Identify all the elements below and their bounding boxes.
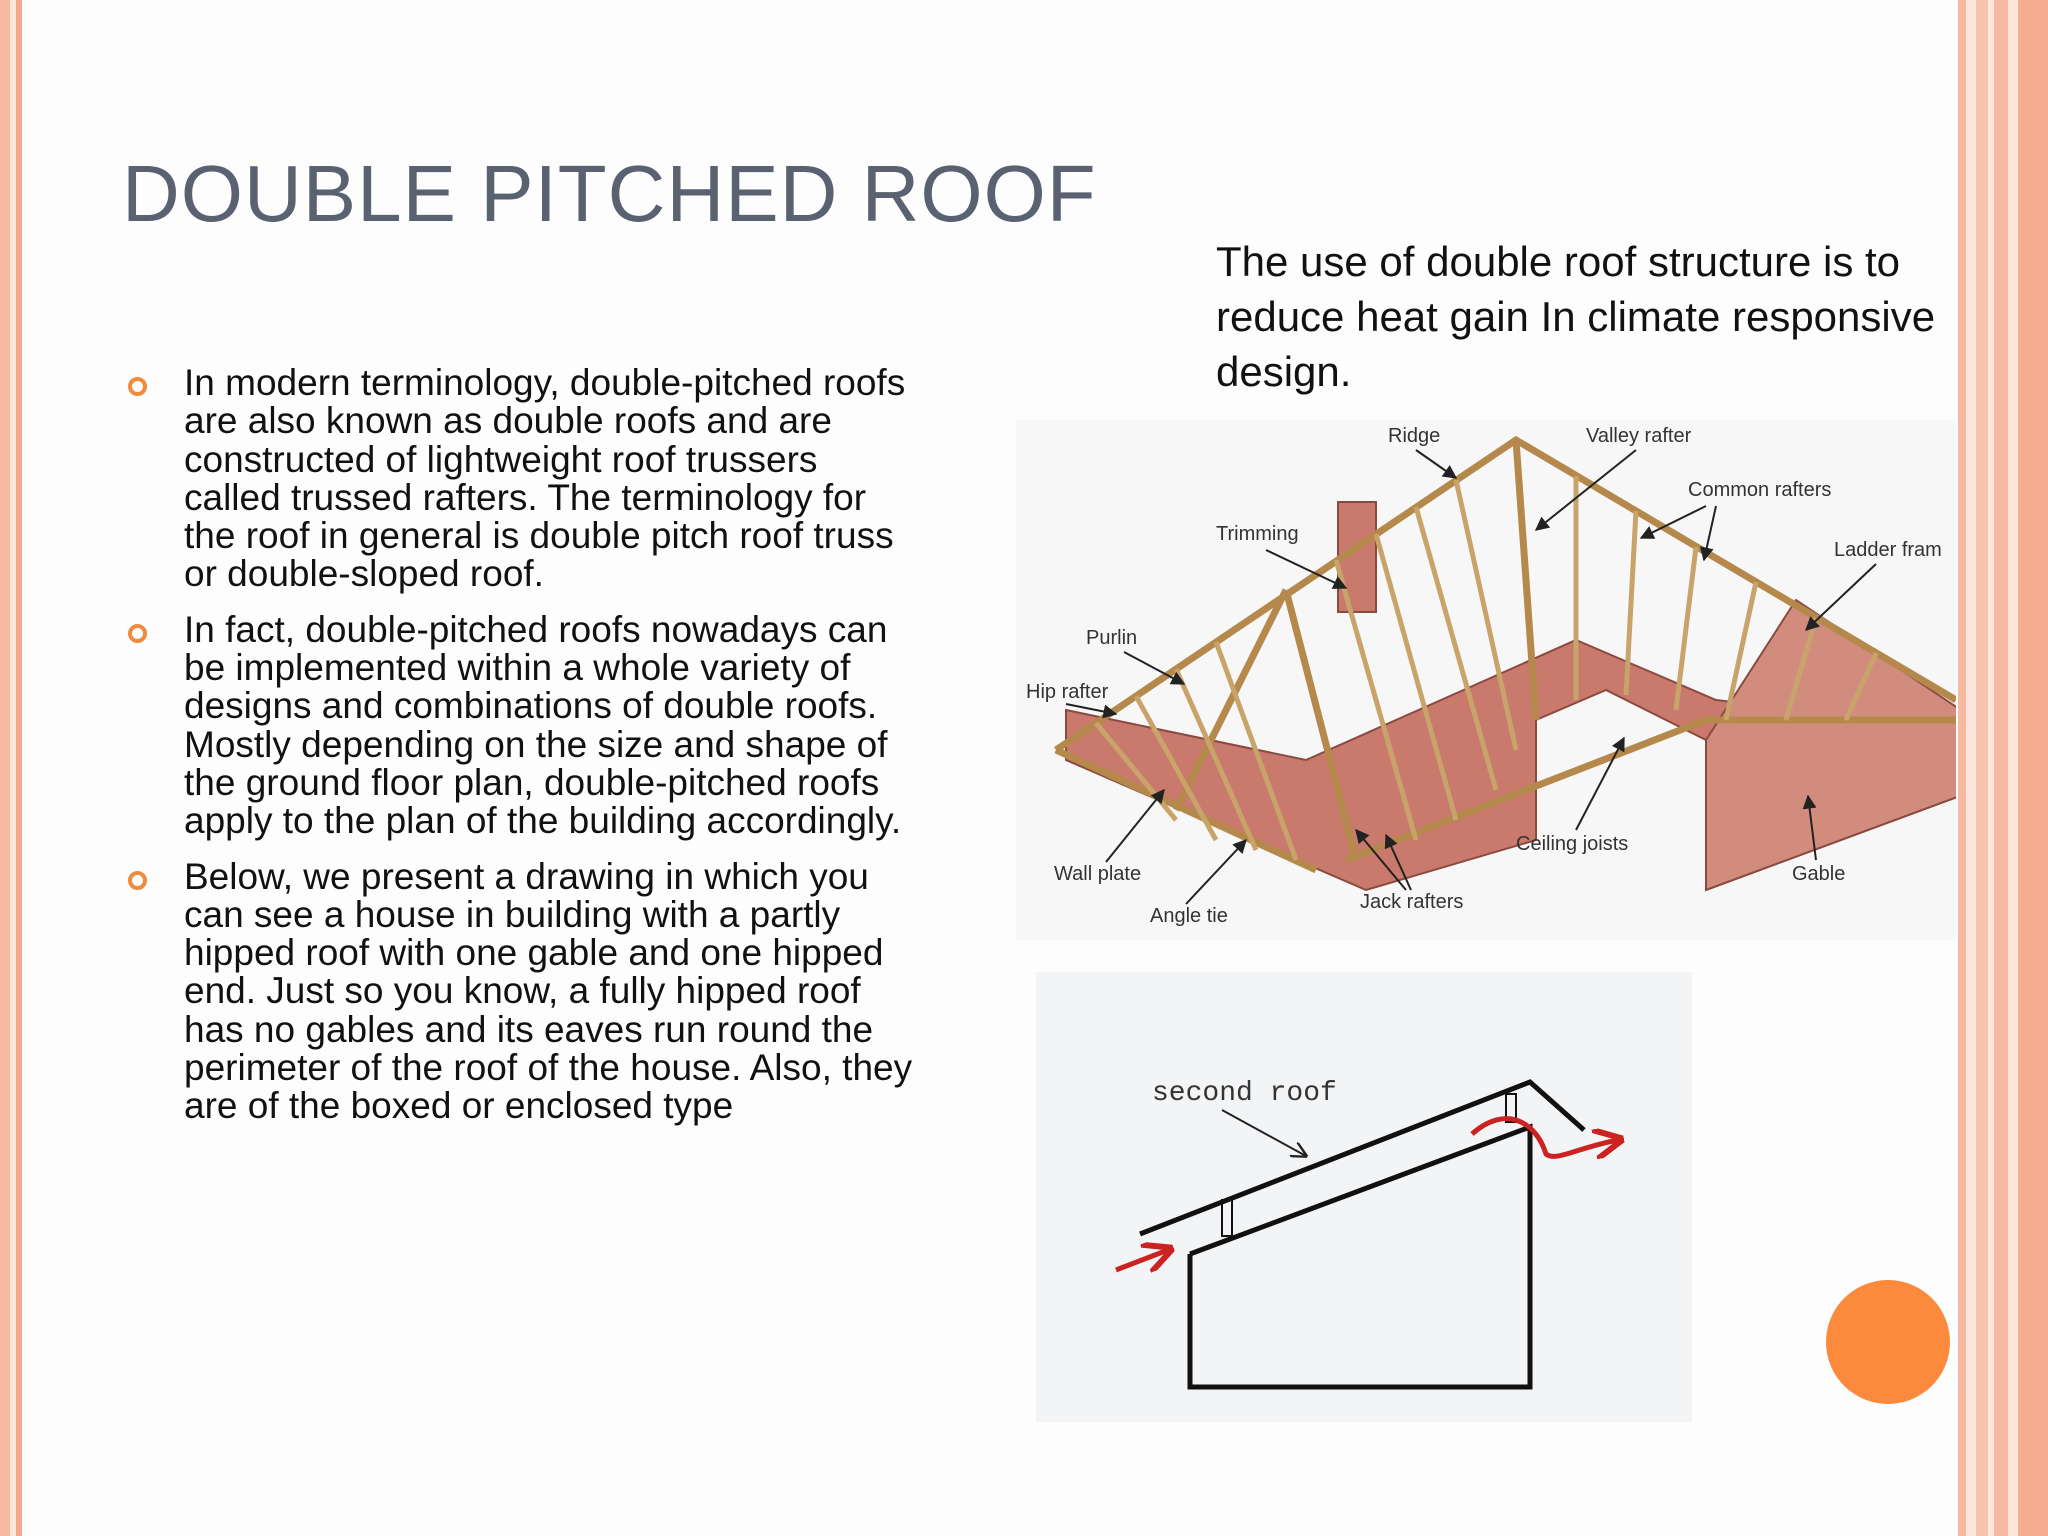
airflow-out-arrow [1470,1116,1618,1157]
label-gable: Gable [1792,863,1845,885]
right-border-stripe [1966,0,1976,1536]
label-leaders [1065,449,1877,905]
label-valley-rafter: Valley rafter [1586,425,1692,447]
right-border-stripe [2018,0,2048,1536]
bullet-item: In modern terminology, double-pitched ro… [120,362,920,595]
label-ceiling-joists: Ceiling joists [1516,833,1628,855]
label-jack-rafters: Jack rafters [1360,891,1463,913]
label-angle-tie: Angle tie [1150,905,1228,927]
left-border-stripe [10,0,16,1536]
label-purlin: Purlin [1086,627,1137,649]
right-border-stripe [1958,0,1966,1536]
right-border-stripe [1976,0,1988,1536]
bullet-item: In fact, double-pitched roofs nowadays c… [120,608,920,842]
airflow-in-arrow [1115,1250,1168,1270]
house-outline [1187,1123,1533,1390]
right-border-stripe [1988,0,1994,1536]
second-roof-diagram: second roof [1036,972,1692,1422]
roof-frame [1054,435,1956,874]
bullet-text: In modern terminology, double-pitched ro… [184,362,906,595]
second-roof-line [1139,1079,1586,1237]
bullet-text: In fact, double-pitched roofs nowadays c… [184,608,902,842]
label-wall-plate: Wall plate [1054,863,1141,885]
label-trimming: Trimming [1216,523,1299,545]
gable-wall [1705,598,1956,892]
right-border-stripe [1994,0,2008,1536]
left-border-stripe [16,0,22,1536]
second-roof-label: second roof [1152,1078,1337,1109]
bullet-list: In modern terminology, double-pitched ro… [120,362,920,1143]
bullet-ring-icon [128,870,147,890]
bullet-text: Below, we present a drawing in which you… [184,855,913,1127]
roof-structure-diagram: Ridge Valley rafter Common rafters Ladde… [1016,420,1956,940]
spacer-post [1221,1199,1233,1237]
sketch-background [1036,972,1692,1422]
label-ladder-frame: Ladder fram [1834,539,1942,561]
bullet-ring-icon [128,377,147,396]
bullet-ring-icon [128,623,147,643]
label-arrow [1221,1109,1306,1156]
rafters [1094,476,1879,861]
bullet-item: Below, we present a drawing in which you… [120,855,920,1127]
intro-text: The use of double roof structure is to r… [1216,238,1936,395]
slide-title: DOUBLE PITCHED ROOF [122,149,1097,238]
left-border-stripe [0,0,10,1536]
label-common-rafters: Common rafters [1688,479,1831,501]
label-ridge: Ridge [1388,425,1440,447]
decorative-circle [1826,1280,1950,1404]
spacer-post [1505,1093,1517,1123]
right-border-stripe [2008,0,2018,1536]
label-hip-rafter: Hip rafter [1026,681,1109,703]
